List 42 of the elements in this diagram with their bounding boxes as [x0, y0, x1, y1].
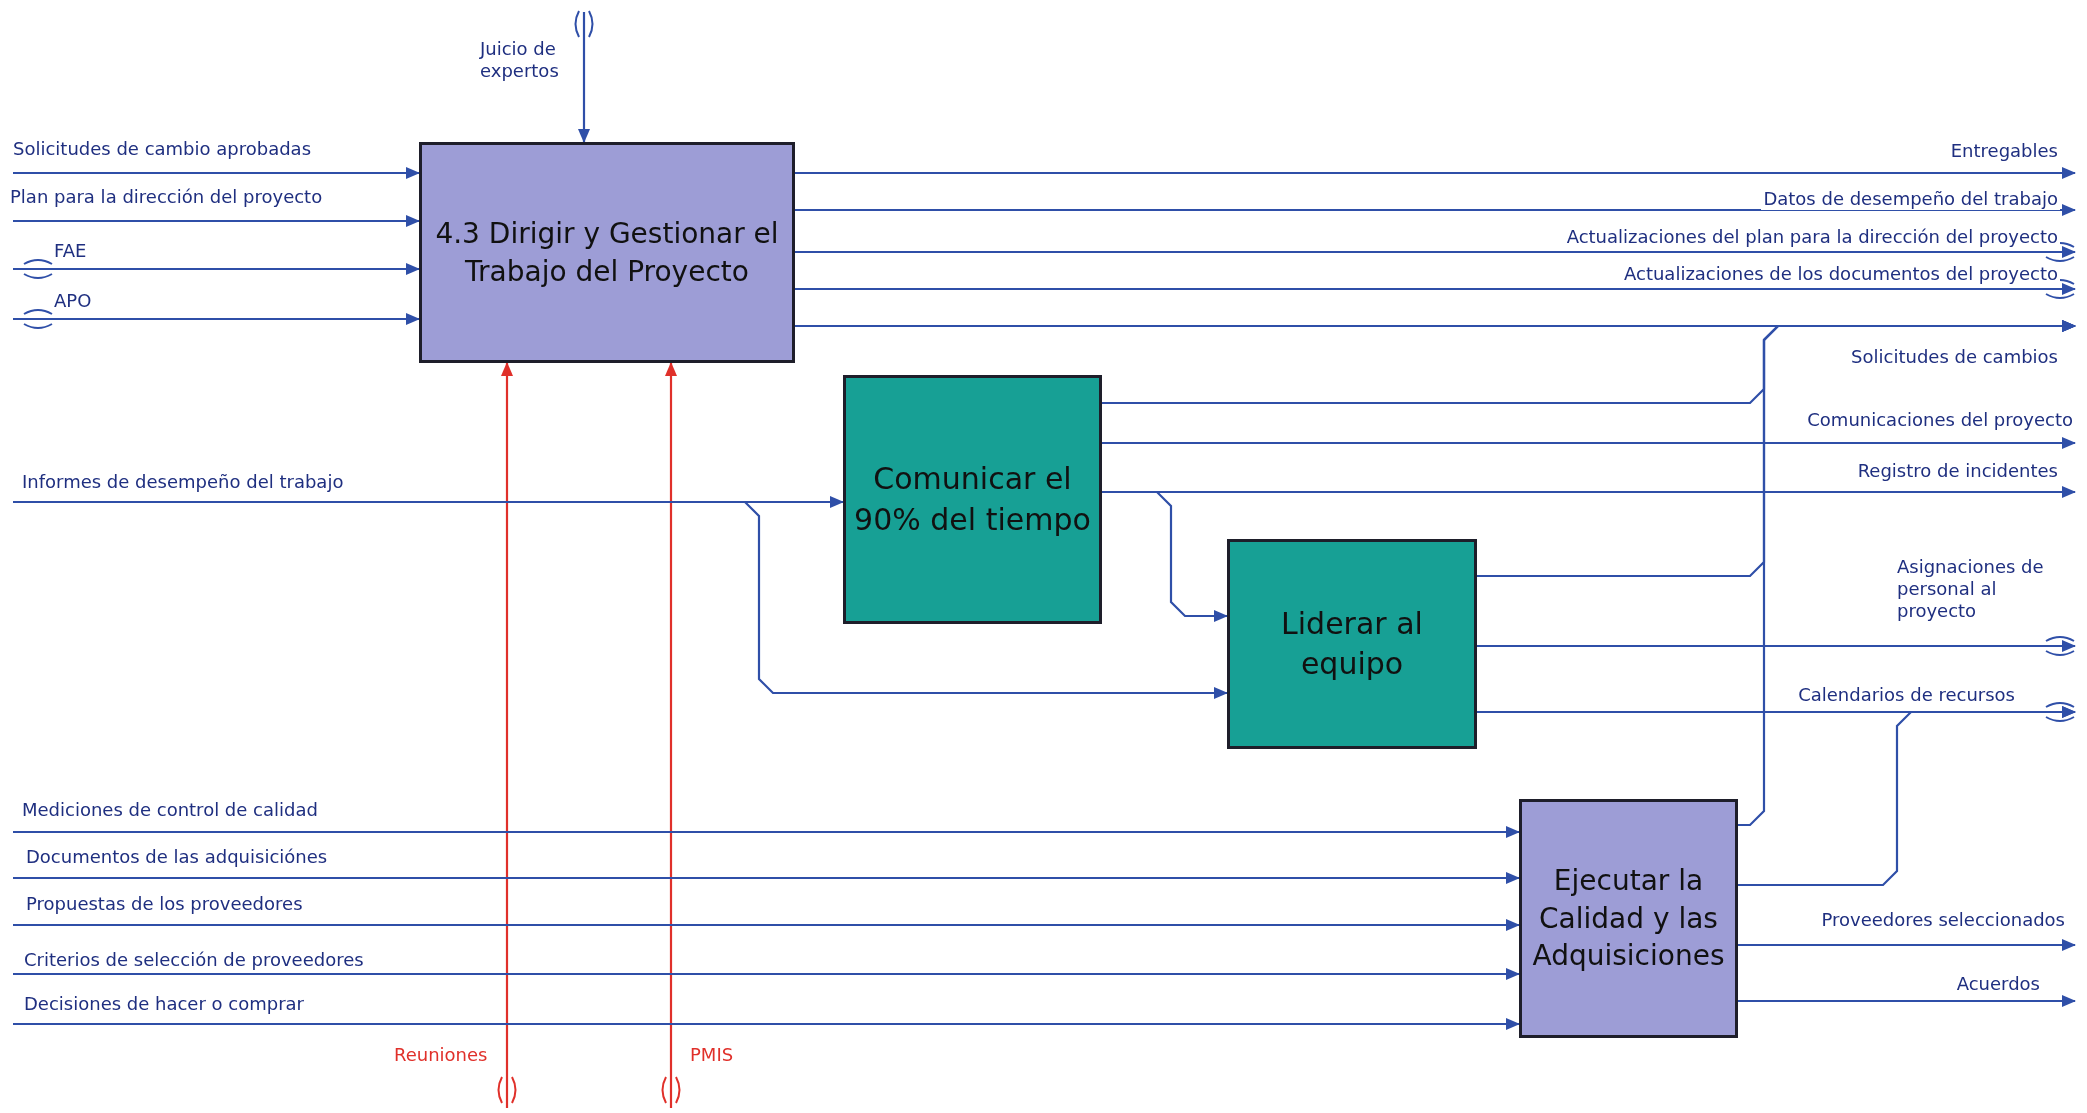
arrow: [13, 500, 1228, 699]
arrow: [13, 167, 420, 179]
arrow: [13, 313, 420, 325]
arrow: [1738, 706, 2076, 887]
process-box: [1519, 799, 1738, 1038]
edge-label: Comunicaciones del proyecto: [1805, 409, 2075, 431]
arrow: [13, 872, 1520, 884]
edge-label: Actualizaciones del plan para la dirección del proyecto: [1564, 226, 2060, 248]
process-title: Liderar al equipo: [1280, 604, 1424, 683]
arrow: [795, 246, 2076, 258]
arrow: [795, 167, 2076, 179]
edge-label: Decisiones de hacer o comprar: [22, 993, 306, 1015]
arrow: [665, 362, 677, 1108]
process-title: 4.3 Dirigir y Gestionar el Trabajo del Proyecto: [434, 215, 780, 290]
arrow: [1477, 640, 2076, 652]
arrow: [13, 215, 420, 227]
arrow: [1738, 320, 2076, 827]
edge-label: Solicitudes de cambio aprobadas: [11, 138, 313, 160]
arrow: [578, 12, 590, 143]
arrow: [1738, 995, 2076, 1007]
process-box: [419, 142, 795, 363]
process-title: Ejecutar la Calidad y las Adquisiciones: [1531, 862, 1726, 975]
arrow: [795, 204, 2076, 216]
edge-label: Datos de desempeño del trabajo: [1761, 188, 2060, 210]
arrow: [13, 968, 1520, 980]
process-box: [1227, 539, 1477, 749]
arrow: [13, 919, 1520, 931]
arrow: [13, 826, 1520, 838]
arrow: [1102, 437, 2076, 449]
edge-label: Plan para la dirección del proyecto: [8, 186, 325, 208]
edge-label: Documentos de las adquisiciónes: [24, 846, 330, 868]
edge-label: Informes de desempeño del trabajo: [20, 471, 346, 493]
arrow: [501, 362, 513, 1108]
arrow: [13, 263, 420, 275]
arrow: [1738, 939, 2076, 951]
edge-label: Actualizaciones de los documentos del proyecto: [1622, 263, 2060, 285]
process-box: [843, 375, 1102, 624]
edge-label: Criterios de selección de proveedores: [22, 949, 366, 971]
process-title: Comunicar el 90% del tiempo: [853, 460, 1092, 539]
edge-label: Propuestas de los proveedores: [24, 893, 305, 915]
arrow: [795, 283, 2076, 295]
arrow: [13, 1018, 1520, 1030]
